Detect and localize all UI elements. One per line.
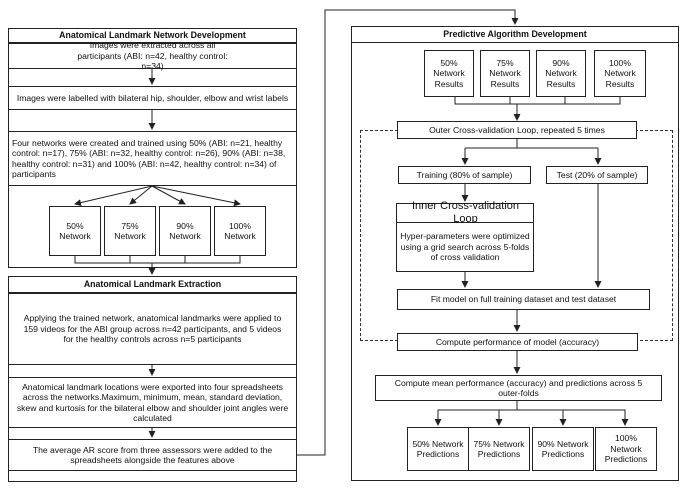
predictions-75: 75% Network Predictions [468, 427, 530, 471]
outer-cv-box: Outer Cross-validation Loop, repeated 5 … [397, 121, 637, 139]
network-75: 75% Network [104, 206, 156, 256]
fit-model-box: Fit model on full training dataset and t… [397, 289, 650, 310]
predictions-100: 100% Network Predictions [595, 427, 657, 471]
label-images-box: Images were labelled with bilateral hip,… [8, 86, 297, 110]
network-50: 50% Network [49, 206, 101, 256]
results-75: 75% Network Results [480, 50, 530, 97]
compute-performance-box: Compute performance of model (accuracy) [397, 333, 638, 351]
results-90: 90% Network Results [536, 50, 586, 97]
create-networks-box: Four networks were created and trained u… [8, 131, 297, 186]
results-50: 50% Network Results [424, 50, 474, 97]
export-landmarks-box: Anatomical landmark locations were expor… [8, 377, 297, 428]
network-100: 100% Network [214, 206, 266, 256]
ar-score-box: The average AR score from three assessor… [8, 439, 297, 471]
mean-performance-box: Compute mean performance (accuracy) and … [375, 375, 662, 401]
results-100: 100% Network Results [594, 50, 646, 97]
inner-cv-title: Inner Cross-validation Loop [396, 200, 534, 225]
network-development-title: Anatomical Landmark Network Development [8, 28, 297, 43]
test-box: Test (20% of sample) [546, 166, 648, 184]
apply-network-box: Applying the trained network, anatomical… [8, 293, 297, 365]
network-90: 90% Network [159, 206, 211, 256]
predictive-algorithm-title: Predictive Algorithm Development [351, 26, 679, 43]
landmark-extraction-title: Anatomical Landmark Extraction [8, 276, 297, 293]
predictions-90: 90% Network Predictions [532, 427, 594, 471]
inner-cv-text: Hyper-parameters were optimized using a … [396, 223, 534, 272]
training-box: Training (80% of sample) [398, 166, 531, 184]
extract-images-box: Images were extracted across all partici… [8, 40, 297, 71]
predictions-50: 50% Network Predictions [407, 427, 469, 471]
